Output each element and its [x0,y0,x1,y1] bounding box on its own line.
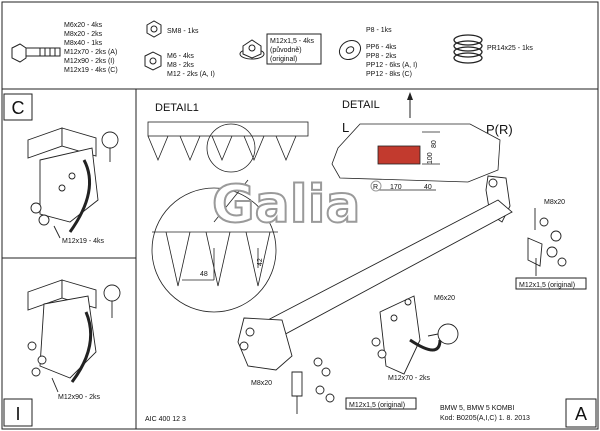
detail1-title: DETAIL1 [155,102,199,114]
panel-i-label: M12x90 - 2ks [58,394,101,401]
detail-right-side: P(R) [486,122,513,137]
dim-170: 170 [390,184,402,191]
m8x20-bottom-label: M8x20 [251,380,272,387]
bolt-item: M12x90 - 2ks (I) [64,58,115,65]
dim-48: 48 [200,271,208,278]
detail-drawing [331,123,501,191]
washer-item: PP8 - 2ks [366,53,397,60]
bolt-item: M8x40 - 1ks [64,40,103,47]
panel-c-letter: C [12,98,25,118]
sm8-label: SM8 - 1ks [167,28,199,35]
washer-item: PP12 - 6ks (A, I) [366,62,417,69]
nut-list: M6 - 4ks M8 - 2ks M12 - 2ks (A, I) [167,53,215,78]
dim-80: 80 [431,140,438,148]
flange-nut-icon [239,39,265,60]
logo-wordmark: Galia [212,175,361,235]
m12x70-label: M12x70 - 2ks [388,375,431,382]
galia-logo: Galia R [211,174,382,236]
bolt-item: M8x20 - 2ks [64,31,103,38]
cutout-area [377,145,421,165]
detail-left-side: L [342,120,349,135]
bolt-list: M6x20 - 4ks M8x20 - 2ks M8x40 - 1ks M12x… [64,22,118,74]
nut-orig-right-box [515,277,587,290]
nut-orig-right-label: M12x1,5 (original) [519,282,575,289]
m6x20-label: M6x20 [434,295,455,302]
nut-orig-bottom-label: M12x1,5 (original) [349,402,405,409]
dim-100: 100 [427,152,434,164]
washer-list: PP6 - 4ks PP8 - 2ks PP12 - 6ks (A, I) PP… [366,44,417,78]
dim-42: 42 [257,258,264,266]
bolt-item: M12x70 - 2ks (A) [64,49,117,56]
nut-item: M8 - 2ks [167,62,194,69]
nut-fine-line: (original) [270,56,297,63]
nut-fine-line: M12x1,5 - 4ks [270,38,314,45]
bolt-item: M6x20 - 4ks [64,22,103,29]
nut-item: M12 - 2ks (A, I) [167,71,215,78]
hex-nut-icon [144,51,162,71]
lock-nut-icon [146,20,162,38]
dim-40: 40 [424,184,432,191]
detail-title: DETAIL [342,99,380,111]
vehicle-model: BMW 5, BMW 5 KOMBI [440,405,514,412]
panel-c-box [3,93,33,121]
registered-mark: R [373,184,378,191]
nut-orig-bottom-box [345,397,417,410]
panel-a-box [565,398,597,428]
spring-label: PR14x25 - 1ks [487,45,533,52]
panel-i-drawing [27,279,121,393]
registered-icon [370,180,382,192]
p8-label: P8 - 1ks [366,27,392,34]
towbar-assembly [237,175,567,414]
product-code: AIC 400 12 3 [145,416,186,423]
bolt-item: M12x19 - 4ks (C) [64,67,118,74]
washer-icon [338,39,362,61]
bolt-icon [11,43,61,63]
nut-fine-box [266,33,322,65]
panel-c-drawing [27,127,119,239]
panel-c-label: M12x19 - 4ks [62,238,105,245]
nut-item: M6 - 4ks [167,53,194,60]
panel-i-letter: I [15,404,20,424]
nut-fine-line: (původně) [270,46,302,54]
panel-i-box [3,398,33,427]
panel-a-letter: A [575,404,587,424]
washer-item: PP6 - 4ks [366,44,397,51]
washer-item: PP12 - 8ks (C) [366,71,412,78]
spring-washer-icon [453,34,483,64]
up-arrow-icon [407,92,413,100]
detail1-drawing [147,121,309,313]
m8x20-top-label: M8x20 [544,199,565,206]
kit-code: Kod: B0205(A,I,C) 1. 8. 2013 [440,415,530,422]
